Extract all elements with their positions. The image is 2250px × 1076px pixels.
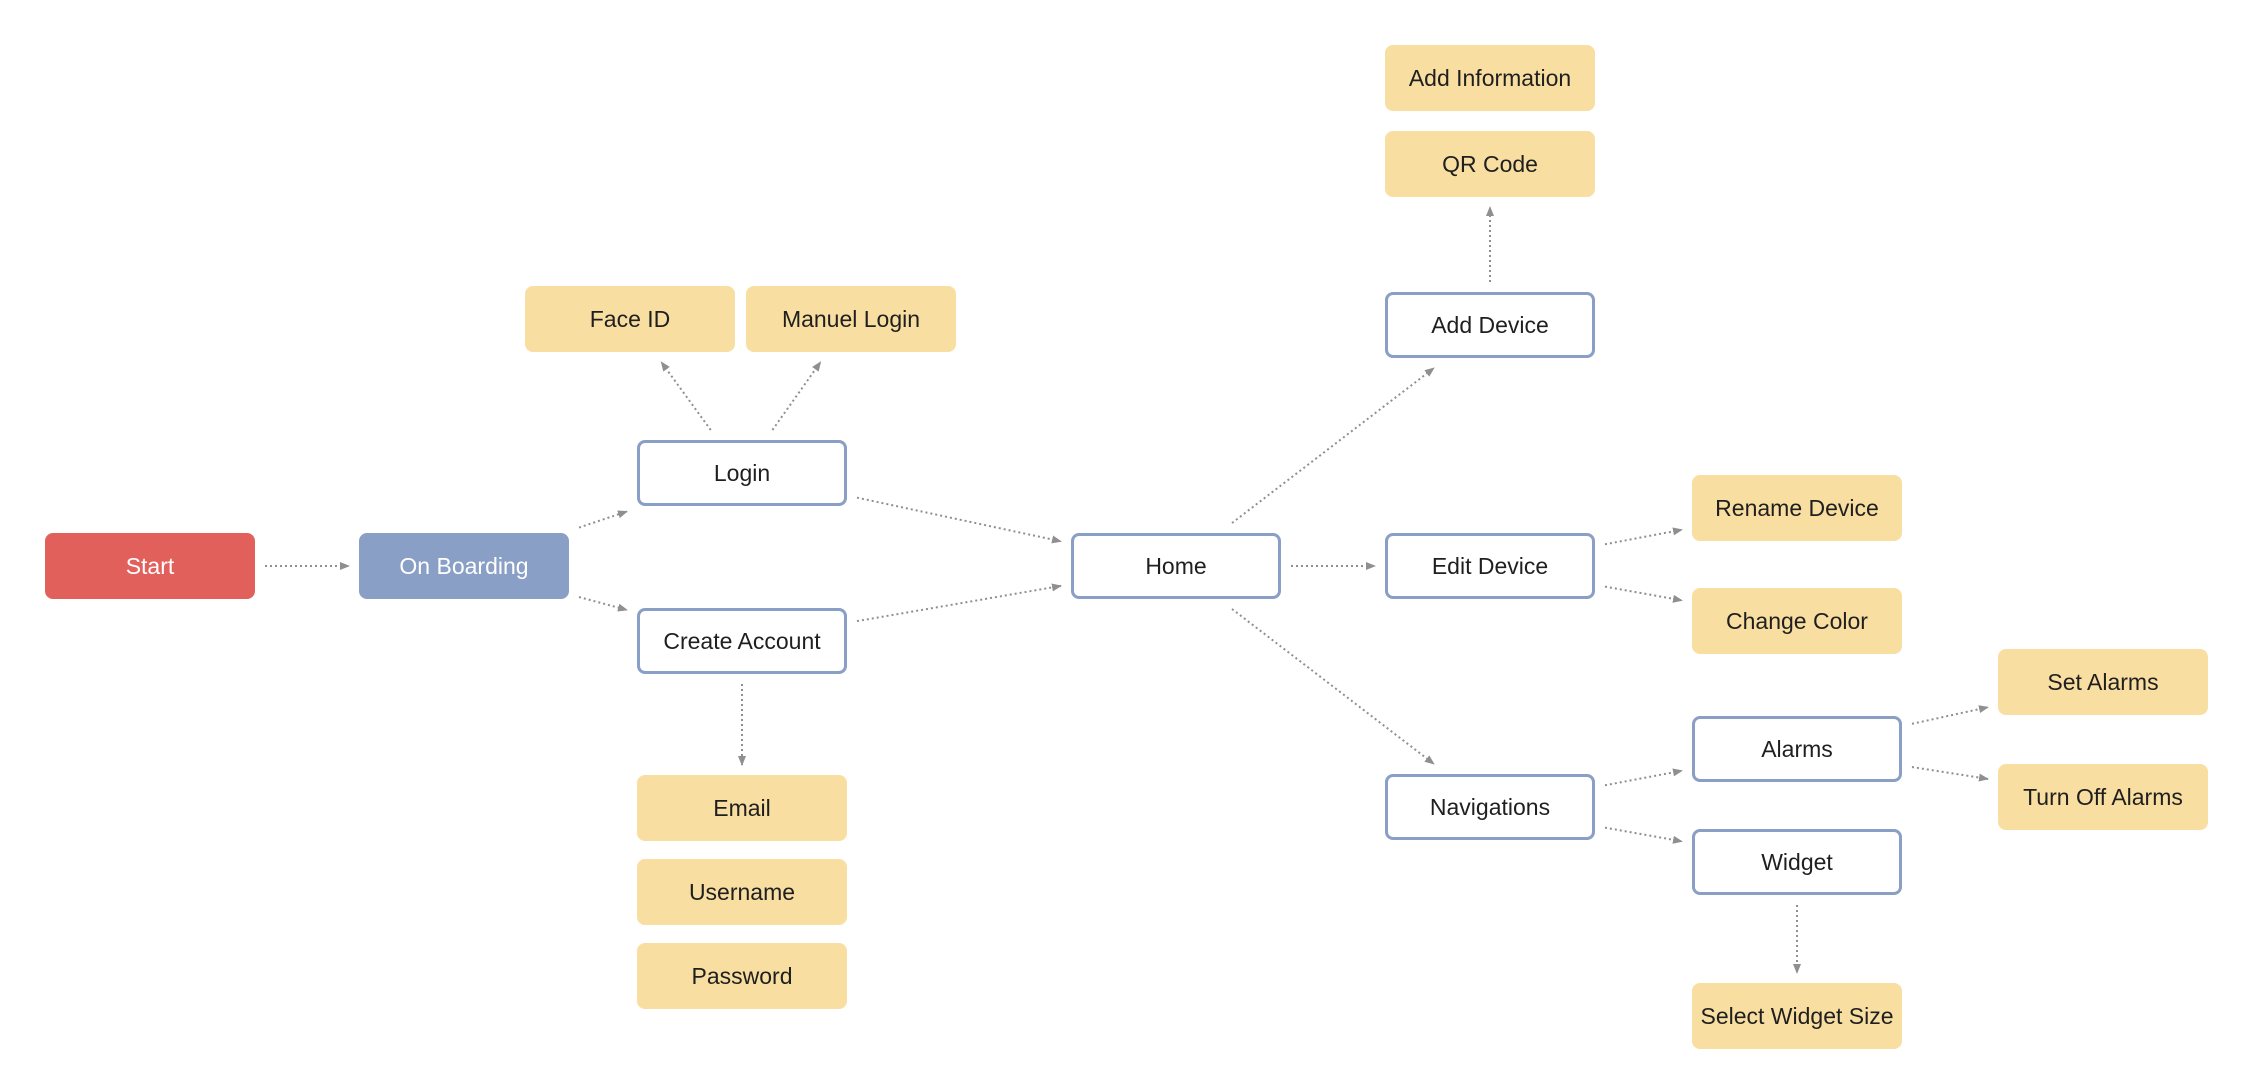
connector-login-to-home [856,496,1062,544]
on-boarding-label: On Boarding [399,552,529,579]
connector-navigations-to-alarms [1604,768,1683,787]
add-device-label: Add Device [1431,311,1549,338]
connector-edit_device-to-rename_device [1604,527,1683,546]
create-account-label: Create Account [663,627,821,654]
manuel-login-node[interactable]: Manuel Login [746,286,956,352]
connector-alarms-to-set_alarms [1911,705,1989,725]
home-node[interactable]: Home [1071,533,1281,599]
start-node[interactable]: Start [45,533,255,599]
turn-off-alarms-label: Turn Off Alarms [2023,783,2183,810]
email-label: Email [713,794,771,821]
qr-code-node[interactable]: QR Code [1385,131,1595,197]
change-color-node[interactable]: Change Color [1692,588,1902,654]
set-alarms-label: Set Alarms [2047,668,2159,695]
start-label: Start [125,552,175,579]
username-node[interactable]: Username [637,859,847,925]
connector-alarms-to-turn_off_alarms [1911,766,1989,782]
add-information-node[interactable]: Add Information [1385,45,1595,111]
set-alarms-node[interactable]: Set Alarms [1998,649,2208,715]
connector-login-to-face_id [660,361,712,431]
password-node[interactable]: Password [637,943,847,1009]
face-id-label: Face ID [589,305,671,332]
connector-on_boarding-to-create_account [578,596,628,612]
on-boarding-node[interactable]: On Boarding [359,533,569,599]
edit-device-node[interactable]: Edit Device [1385,533,1595,599]
username-label: Username [688,878,796,905]
connector-edit_device-to-change_color [1604,585,1683,603]
connector-on_boarding-to-login [578,510,628,529]
widget-node[interactable]: Widget [1692,829,1902,895]
edit-device-label: Edit Device [1431,552,1549,579]
login-label: Login [713,459,771,486]
connector-create_account-to-home [856,583,1062,623]
turn-off-alarms-node[interactable]: Turn Off Alarms [1998,764,2208,830]
email-node[interactable]: Email [637,775,847,841]
home-label: Home [1145,552,1207,579]
alarms-label: Alarms [1761,735,1833,762]
add-device-node[interactable]: Add Device [1385,292,1595,358]
select-widget-size-label: Select Widget Size [1700,1002,1894,1029]
change-color-label: Change Color [1726,607,1868,634]
rename-device-node[interactable]: Rename Device [1692,475,1902,541]
add-information-label: Add Information [1408,64,1572,91]
connector-home-to-navigations [1231,608,1435,765]
connector-home-to-add_device [1231,367,1435,524]
manuel-login-label: Manuel Login [781,305,921,332]
qr-code-label: QR Code [1442,150,1538,177]
navigations-node[interactable]: Navigations [1385,774,1595,840]
face-id-node[interactable]: Face ID [525,286,735,352]
login-node[interactable]: Login [637,440,847,506]
widget-label: Widget [1761,848,1833,875]
create-account-node[interactable]: Create Account [637,608,847,674]
navigations-label: Navigations [1429,793,1551,820]
connector-navigations-to-widget [1604,826,1683,844]
rename-device-label: Rename Device [1715,494,1879,521]
alarms-node[interactable]: Alarms [1692,716,1902,782]
password-label: Password [691,962,793,989]
select-widget-size-node[interactable]: Select Widget Size [1692,983,1902,1049]
connector-login-to-manuel_login [771,361,822,431]
